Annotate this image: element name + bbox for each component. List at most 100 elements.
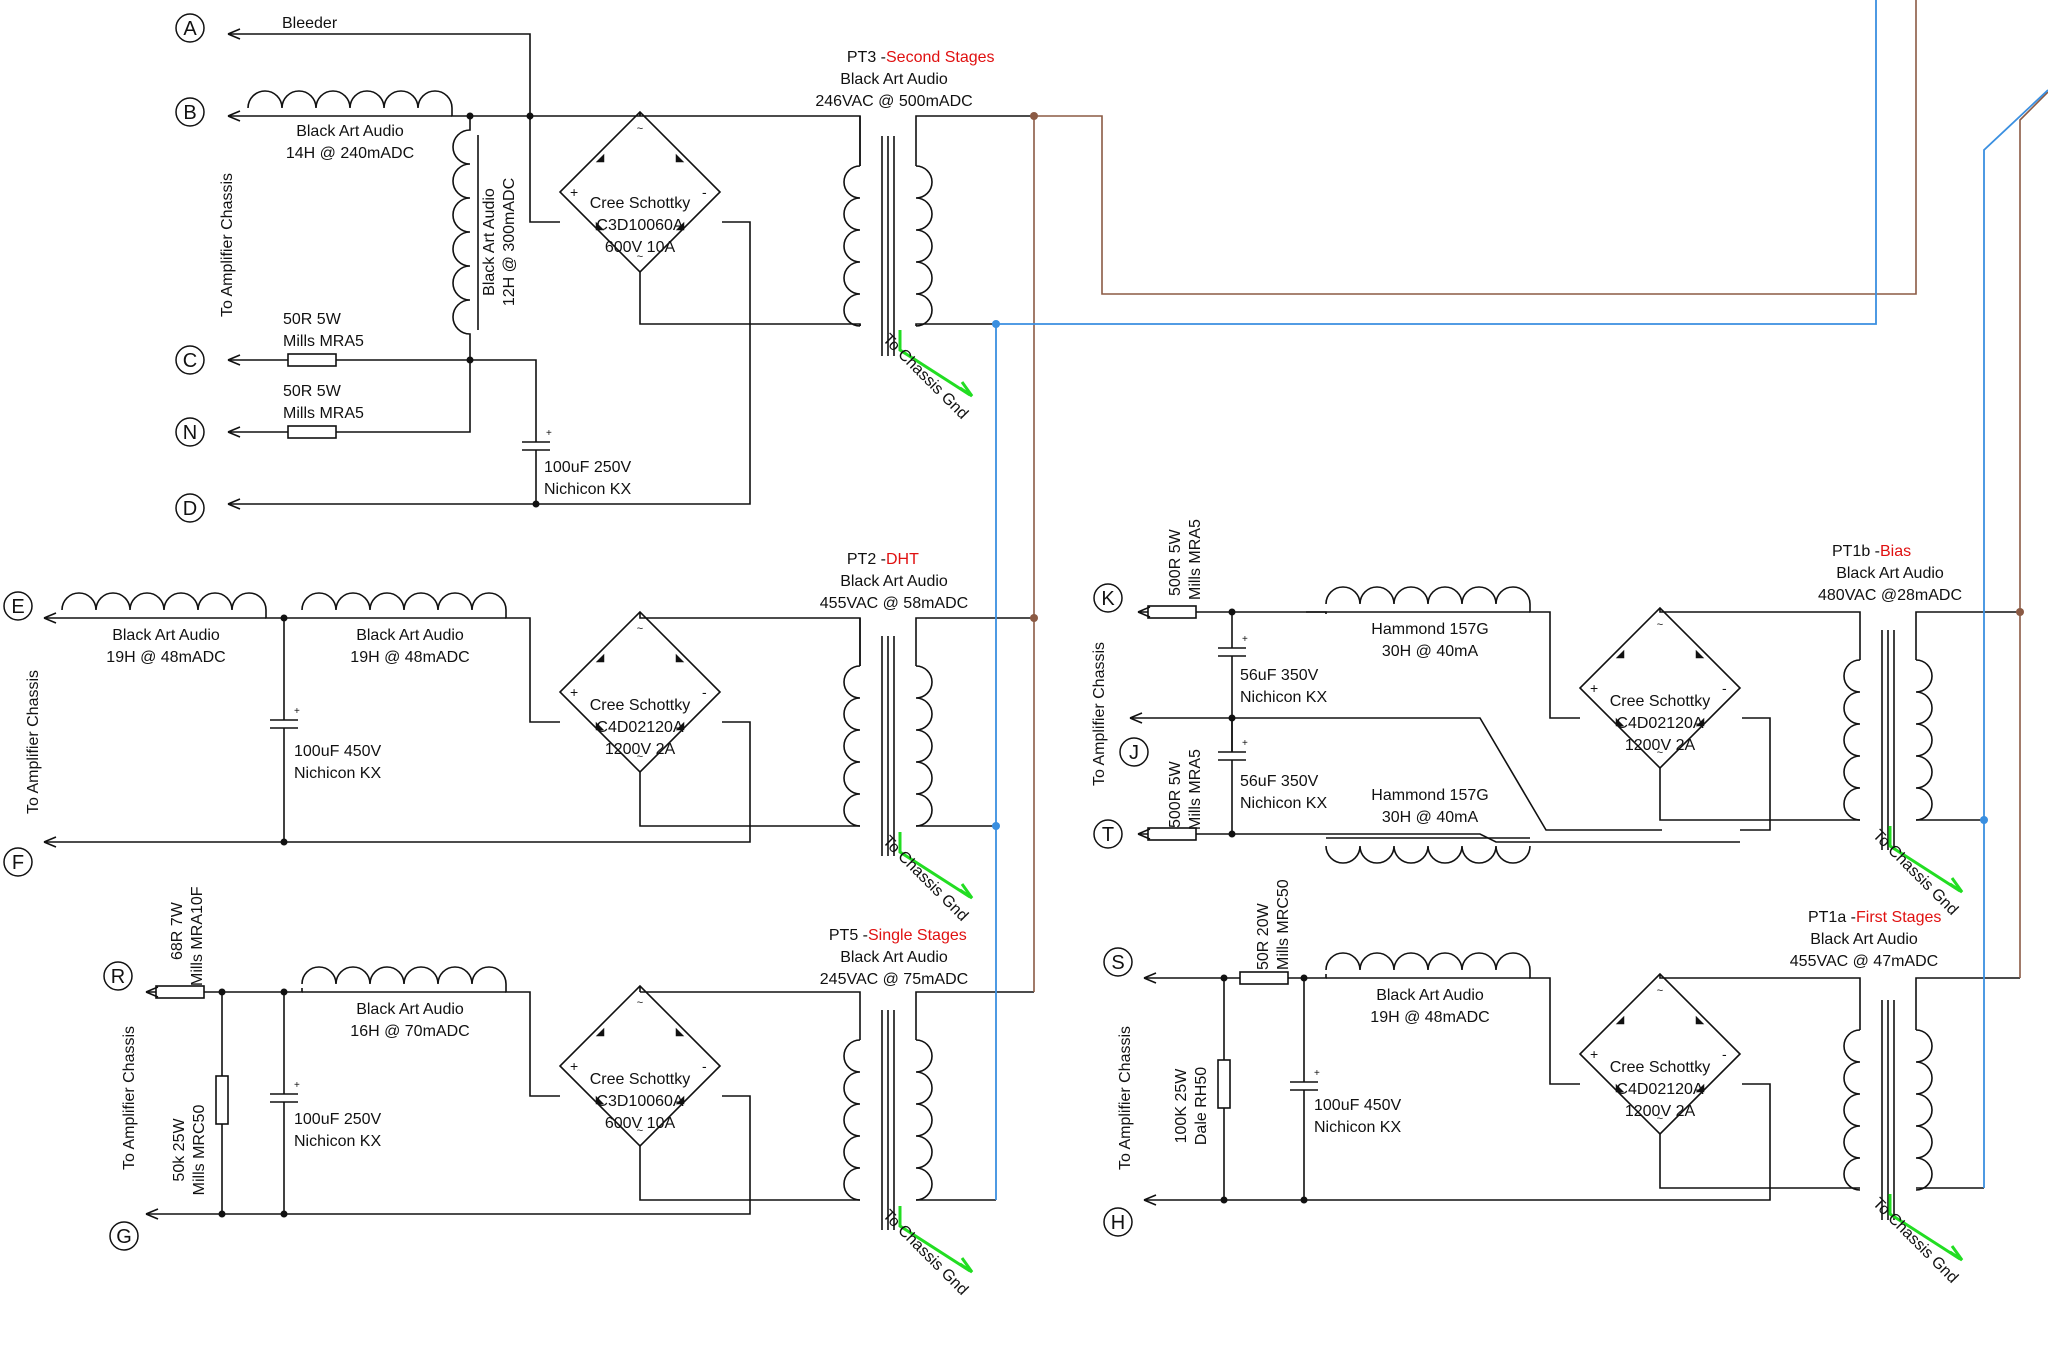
pt2-choke1-rating: 19H @ 48mADC (106, 649, 225, 666)
pt2-choke2-name: Black Art Audio (356, 627, 464, 644)
terminal-t-label: T (1102, 824, 1114, 846)
pt3-cap-type: Nichicon KX (544, 481, 631, 498)
pt3-cap-value: 100uF 250V (544, 459, 632, 476)
pt1a-cap-type: Nichicon KX (1314, 1119, 1401, 1136)
pt1b-capB-value: 56uF 350V (1240, 773, 1319, 790)
pt3-choke2-rating: 12H @ 300mADC (501, 178, 518, 306)
pt5-cap-value: 100uF 250V (294, 1111, 382, 1128)
pt5-resB-type: Mills MRC50 (191, 1105, 208, 1196)
terminal-g[interactable] (109, 1221, 139, 1251)
pt3-resistor1 (287, 353, 337, 367)
pt3-section: A B C N D Bleeder Black Art Audio 14H @ … (175, 13, 1034, 523)
terminal-g-label: G (116, 1226, 132, 1248)
pt1b-chassis-gnd: To Chassis Gnd (1869, 827, 1961, 919)
pt3-resistor2 (287, 425, 337, 439)
pt3-title: PT3 - (847, 49, 886, 66)
pt2-chassis-label: To Amplifier Chassis (25, 670, 42, 814)
pt1a-section: S H 50R 20W Mills MRC50 Black Art Audio … (1103, 879, 2020, 1287)
pt3-choke1-name: Black Art Audio (296, 123, 404, 140)
pt1a-resS-value: 50R 20W (1255, 902, 1272, 970)
terminal-b-label: B (183, 102, 196, 124)
pt2-maker: Black Art Audio (840, 573, 948, 590)
pt1b-rect-rating: 1200V 2A (1625, 737, 1696, 754)
pt2-section: E F Black Art Audio 19H @ 48mADC Black A… (3, 551, 1034, 925)
terminal-f[interactable] (3, 847, 33, 877)
pt1b-section: K J T 500R 5W Mills MRA5 Hammond 157G 30… (1091, 519, 2020, 919)
terminal-n-label: N (183, 422, 197, 444)
pt5-maker: Black Art Audio (840, 949, 948, 966)
pt1b-resistor-k (1147, 605, 1197, 619)
pt5-rating: 245VAC @ 75mADC (820, 971, 968, 988)
terminal-s[interactable] (1103, 947, 1133, 977)
pt1a-resH-type: Dale RH50 (1193, 1067, 1210, 1145)
terminal-t[interactable] (1093, 819, 1123, 849)
terminal-e[interactable] (3, 591, 33, 621)
terminal-b[interactable] (175, 97, 205, 127)
terminal-h[interactable] (1103, 1207, 1133, 1237)
pt1a-rating: 455VAC @ 47mADC (1790, 953, 1938, 970)
pt3-role: Second Stages (886, 49, 995, 66)
terminal-r-label: R (111, 966, 125, 988)
pt1a-choke1-rating: 19H @ 48mADC (1370, 1009, 1489, 1026)
terminal-e-label: E (11, 596, 24, 618)
pt1a-cap-value: 100uF 450V (1314, 1097, 1402, 1114)
pt5-rect-name: Cree Schottky (590, 1071, 690, 1088)
pt5-chassis-gnd: To Chassis Gnd (879, 1207, 971, 1299)
pt1a-resistor-h (1217, 1059, 1231, 1109)
pt1b-capB-type: Nichicon KX (1240, 795, 1327, 812)
pt2-title: PT2 - (847, 551, 886, 568)
pt1a-rect-name: Cree Schottky (1610, 1059, 1710, 1076)
terminal-a-label: A (183, 18, 197, 40)
pt1a-choke1-name: Black Art Audio (1376, 987, 1484, 1004)
pt3-res2-type: Mills MRA5 (283, 405, 364, 422)
pt1b-rating: 480VAC @28mADC (1818, 587, 1962, 604)
pt1b-choke2-rating: 30H @ 40mA (1382, 809, 1479, 826)
pt1a-resH-value: 100K 25W (1173, 1068, 1190, 1144)
pt1a-title: PT1a - (1808, 909, 1856, 926)
pt1b-chassis-label: To Amplifier Chassis (1091, 642, 1108, 786)
pt3-choke2-name: Black Art Audio (481, 188, 498, 296)
pt1b-rect-name: Cree Schottky (1610, 693, 1710, 710)
terminal-j[interactable] (1119, 737, 1149, 767)
pt1a-resS-type: Mills MRC50 (1275, 879, 1292, 970)
pt1b-resistor-t (1147, 827, 1197, 841)
terminal-r[interactable] (103, 961, 133, 991)
pt3-rect-rating: 600V 10A (605, 239, 676, 256)
pt1b-choke1-rating: 30H @ 40mA (1382, 643, 1479, 660)
terminal-c-label: C (183, 350, 197, 372)
pt3-res2-value: 50R 5W (283, 383, 342, 400)
pt3-rect-part: C3D10060A (596, 217, 684, 234)
pt1a-resistor-s (1239, 971, 1289, 985)
pt5-resistor-b (215, 1075, 229, 1125)
terminal-k-label: K (1101, 588, 1115, 610)
pt1a-rect-rating: 1200V 2A (1625, 1103, 1696, 1120)
terminal-k[interactable] (1093, 583, 1123, 613)
terminal-n[interactable] (175, 417, 205, 447)
pt2-choke1-name: Black Art Audio (112, 627, 220, 644)
pt5-role: Single Stages (868, 927, 967, 944)
pt2-role: DHT (886, 551, 919, 568)
pt3-res1-value: 50R 5W (283, 311, 342, 328)
pt1a-chassis-label: To Amplifier Chassis (1117, 1026, 1134, 1170)
pt1b-resK-value: 500R 5W (1167, 528, 1184, 596)
pt1b-resT-value: 500R 5W (1167, 760, 1184, 828)
pt2-rect-part: C4D02120A (596, 719, 684, 736)
pt1b-title: PT1b - (1832, 543, 1880, 560)
terminal-c[interactable] (175, 345, 205, 375)
pt3-chassis-gnd: To Chassis Gnd (879, 331, 971, 423)
bleeder-label: Bleeder (282, 15, 338, 32)
pt5-cap-type: Nichicon KX (294, 1133, 381, 1150)
terminal-f-label: F (12, 852, 24, 874)
pt1a-maker: Black Art Audio (1810, 931, 1918, 948)
terminal-a[interactable] (175, 13, 205, 43)
pt5-resA-value: 68R 7W (169, 901, 186, 960)
terminal-d-label: D (183, 498, 197, 520)
terminal-d[interactable] (175, 493, 205, 523)
pt3-chassis-label: To Amplifier Chassis (219, 173, 236, 317)
pt3-choke1-rating: 14H @ 240mADC (286, 145, 414, 162)
pt5-chassis-label: To Amplifier Chassis (121, 1026, 138, 1170)
pt2-rect-rating: 1200V 2A (605, 741, 676, 758)
pt3-rect-name: Cree Schottky (590, 195, 690, 212)
pt1b-rect-part: C4D02120A (1616, 715, 1704, 732)
